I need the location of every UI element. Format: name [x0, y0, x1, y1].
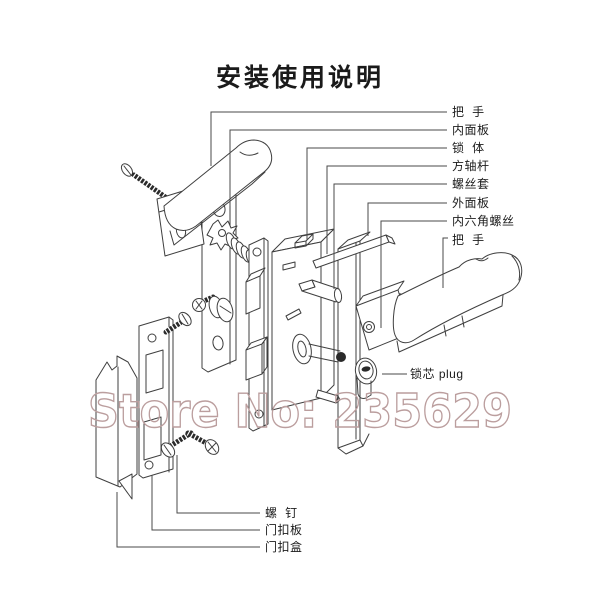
screw-sleeves-part	[285, 279, 346, 404]
label-spindle-rod: 方轴杆	[452, 159, 490, 173]
label-screw-sleeve: 螺丝套	[452, 177, 490, 191]
label-strike-box: 门扣盒	[265, 540, 303, 554]
thumbturn-part	[192, 294, 234, 323]
page-title: 安装使用说明	[215, 64, 384, 92]
label-screw: 螺 钉	[265, 506, 298, 520]
label-strike-plate: 门扣板	[265, 523, 303, 537]
strike-plate-part	[138, 316, 174, 479]
strike-screws-part	[160, 311, 220, 458]
lock-case-part	[271, 228, 335, 411]
cylinder-plug-part	[354, 357, 378, 399]
label-inner-plate: 内面板	[452, 123, 490, 137]
mounting-screw-icon	[120, 163, 174, 204]
lock-faceplate-part	[245, 237, 269, 432]
inner-plate-part	[201, 190, 237, 373]
leader-lines	[116, 111, 448, 548]
strike-box-part	[95, 355, 138, 500]
watermark: Store No: 235629	[88, 384, 512, 438]
label-lock-body: 锁 体	[452, 141, 485, 155]
outer-plate-part	[337, 231, 371, 455]
lever-handle-left-part	[156, 139, 273, 257]
spindle-rod-part	[312, 234, 396, 269]
label-cylinder-plug: 锁芯 plug	[410, 367, 464, 381]
label-handle-outer: 把 手	[452, 233, 485, 247]
label-hex-socket-screw: 内六角螺丝	[452, 214, 515, 228]
lever-handle-right-part	[355, 252, 523, 353]
label-outer-plate: 外面板	[452, 196, 490, 210]
label-handle-inner: 把 手	[452, 105, 485, 119]
